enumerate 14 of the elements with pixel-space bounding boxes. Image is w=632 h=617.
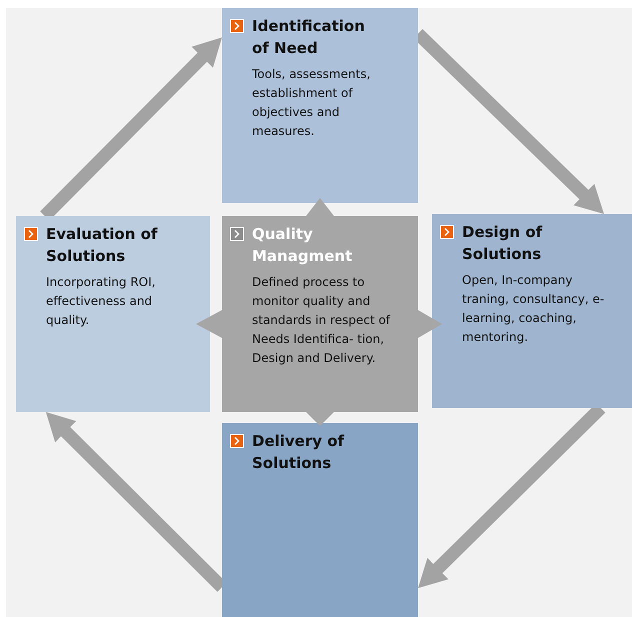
process-box [16,216,210,412]
box-description: Open, In-company traning, consultancy, e-learning, coaching, mentoring. [462,272,606,346]
box-title: Evaluation of Solutions [46,224,158,267]
box-description: Tools, assessments, establishment of objectives and measures. [252,66,372,140]
box-title: Quality Managment [252,224,354,267]
process-box [432,214,632,408]
process-box [222,8,418,203]
center-box [222,216,418,412]
box-title: Identification of Need [252,16,366,59]
box-title: Design of Solutions [462,222,544,265]
box-title: Delivery of Solutions [252,431,346,474]
box-description: Incorporating ROI, effectiveness and quality. [46,274,156,329]
process-box [222,423,418,617]
box-description: Defined process to monitor quality and standards in respect of Needs Identifica- tion, Design and Delivery. [252,274,392,367]
